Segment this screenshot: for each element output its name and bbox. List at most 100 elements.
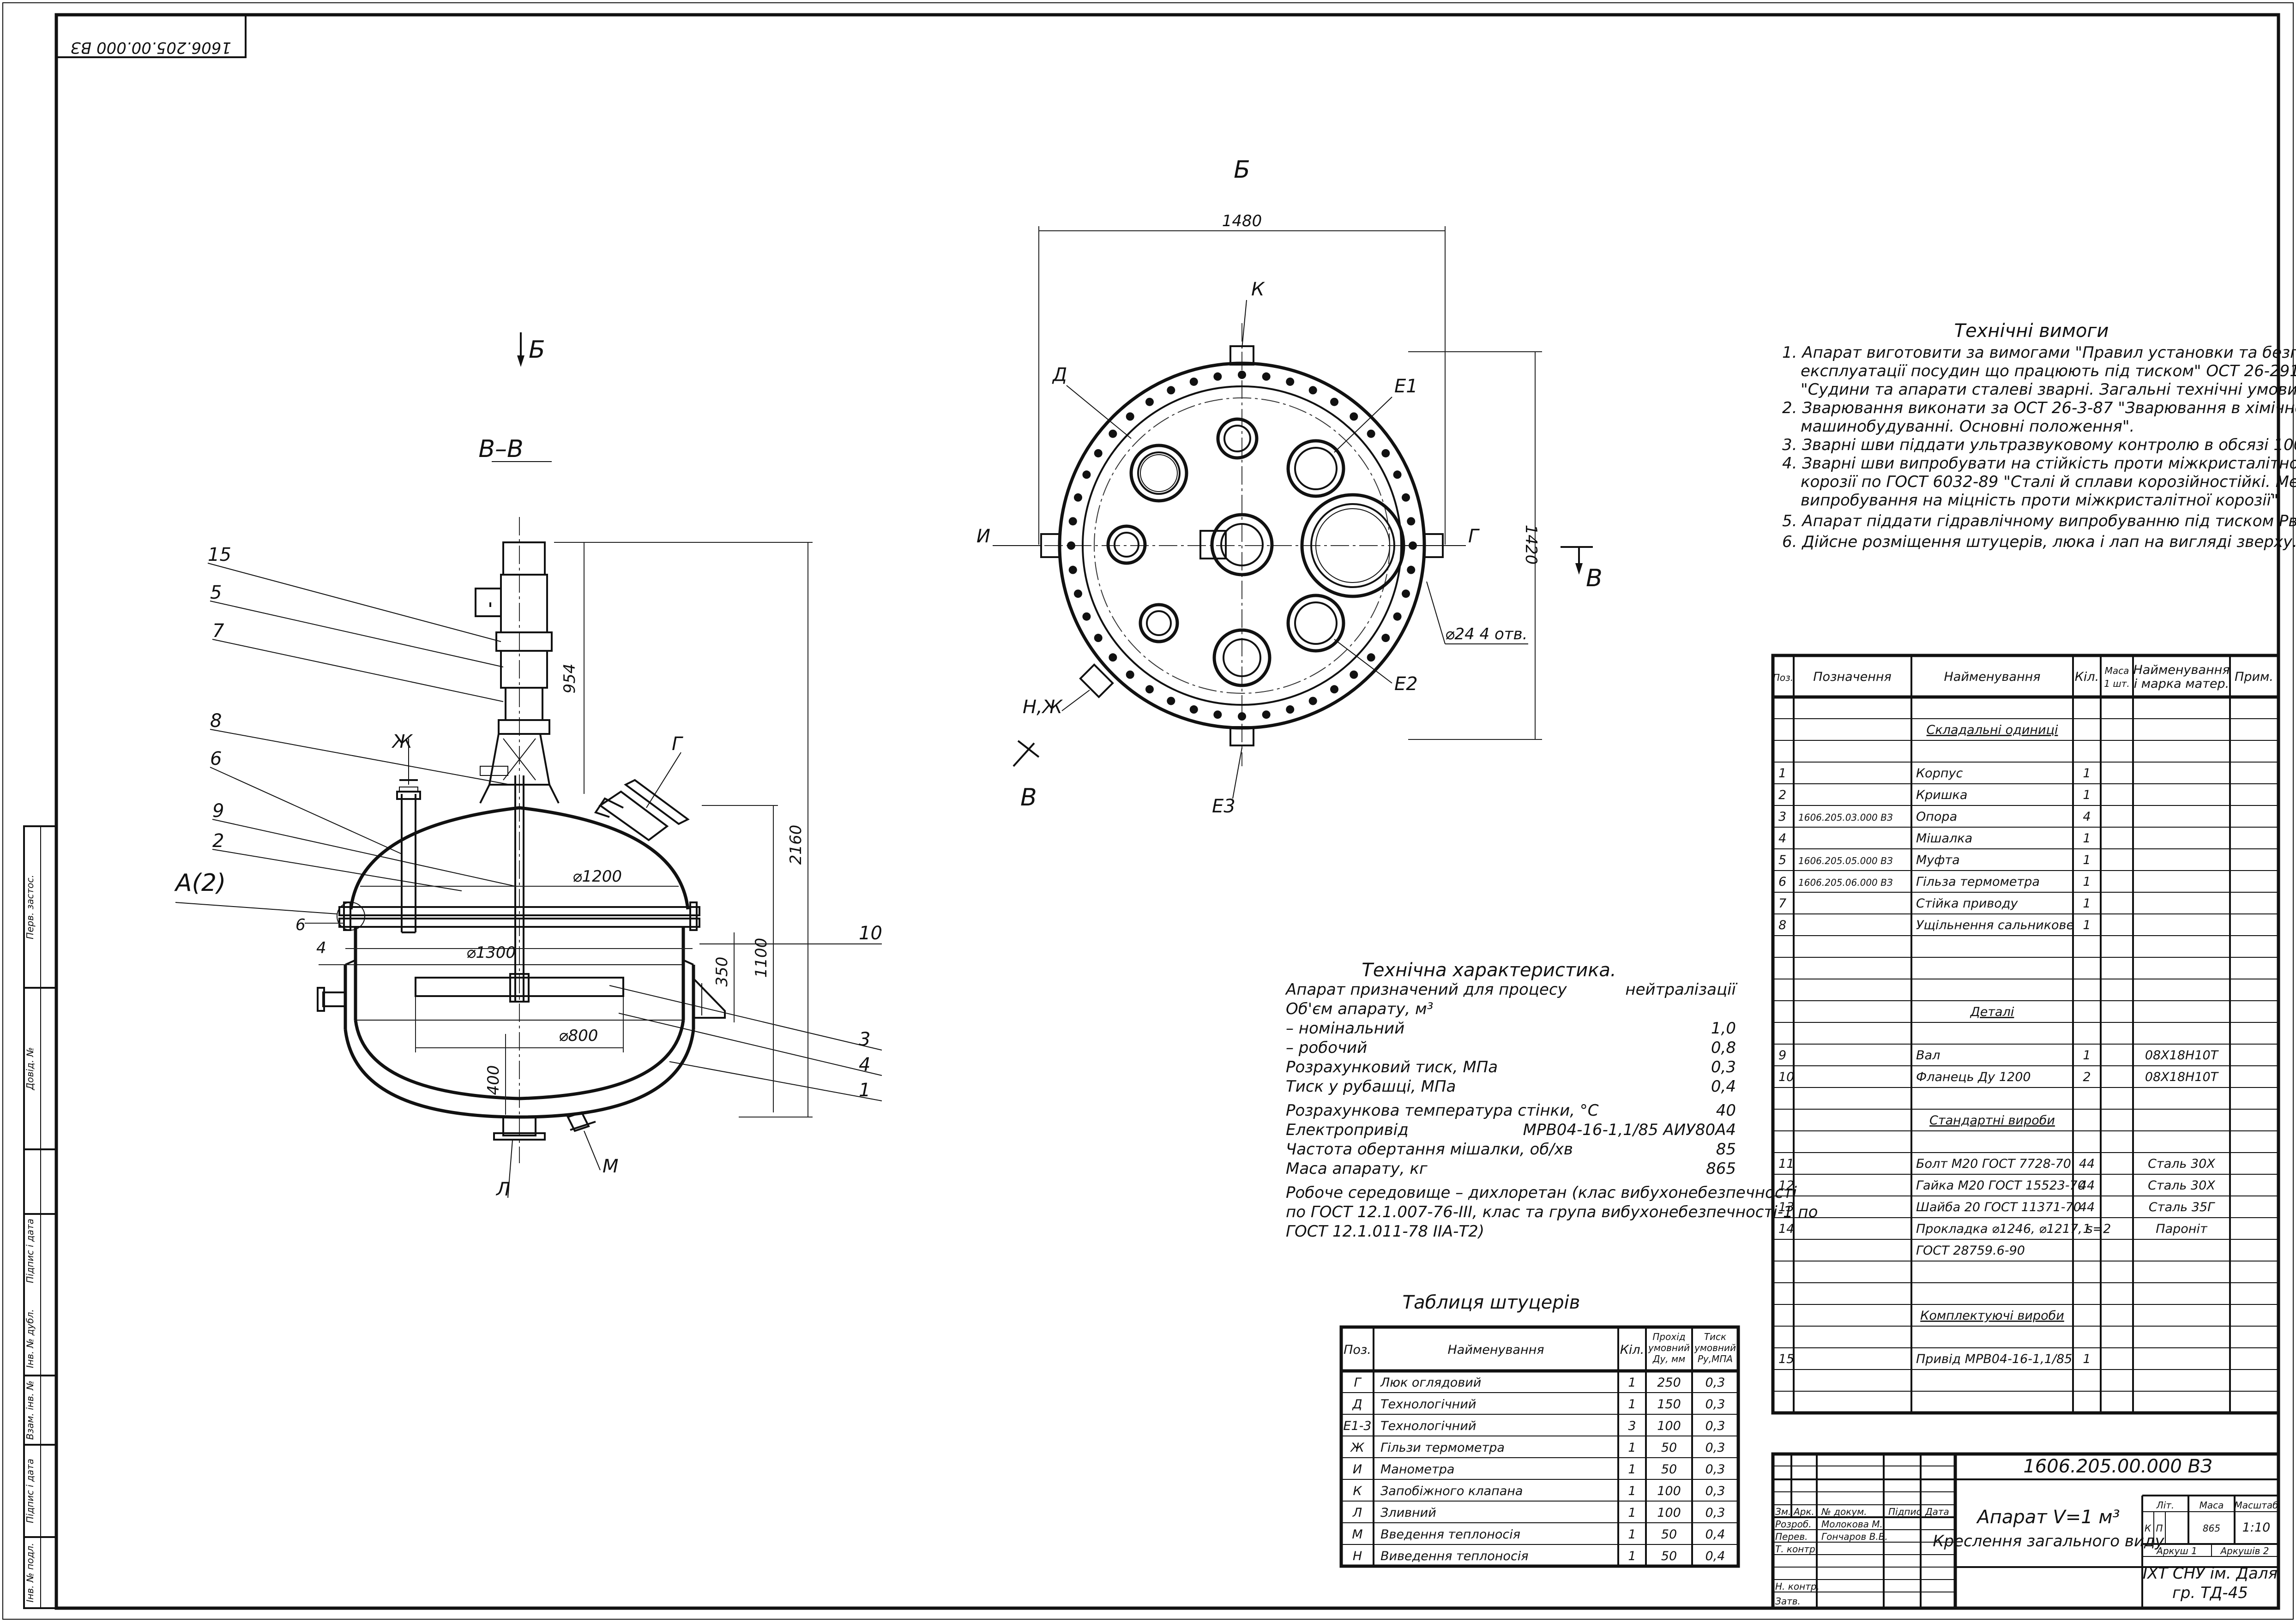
spec-cell: 2: [2083, 1070, 2091, 1084]
spec-cell: 1: [2083, 766, 2091, 781]
spec-head: Маса: [2105, 665, 2129, 676]
tech-req-line-9: 5. Апарат піддати гідравлічному випробув…: [1782, 512, 2296, 530]
nozzle-cell: 0,3: [1705, 1441, 1725, 1455]
bolt-hole: [1286, 705, 1295, 714]
callout-8: 8: [210, 710, 222, 732]
bolt-hole: [1308, 386, 1317, 395]
spec-cell: Сталь 30Х: [2148, 1157, 2215, 1171]
tech-req-line-8: випробування на міцність проти міжкриста…: [1801, 491, 2278, 510]
nozzle-cell: Виведення теплоносія: [1380, 1549, 1529, 1563]
nozzle-cell: Люк оглядовий: [1380, 1376, 1481, 1390]
spec-cell: Фланець Ду 1200: [1916, 1070, 2031, 1084]
bolt-hole: [1238, 371, 1246, 379]
spec-cell: 8: [1778, 918, 1786, 932]
bolt-hole: [1167, 386, 1175, 395]
callout-9: 9: [212, 800, 224, 822]
spec-cell: Шайба 20 ГОСТ 11371-70: [1916, 1200, 2081, 1214]
nozzle-head: Кіл.: [1620, 1343, 1645, 1357]
mass-value: 865: [2203, 1523, 2220, 1534]
section-title: В–В: [478, 435, 523, 463]
bolt-hole: [1126, 412, 1134, 421]
tech-char-value: 1,0: [1711, 1019, 1736, 1038]
nozzle-cell: Гільзи термометра: [1380, 1441, 1505, 1455]
bolt-hole: [1145, 397, 1154, 406]
spec-cell: Корпус: [1916, 766, 1963, 781]
spec-cell: Гайка М20 ГОСТ 15523-70: [1916, 1178, 2085, 1193]
spec-cell: 1606.205.06.000 ВЗ: [1798, 877, 1893, 888]
nozzle-cell: 1: [1628, 1441, 1636, 1455]
spec-cell: Пароніт: [2156, 1222, 2208, 1236]
bolt-hole: [1238, 712, 1246, 721]
tech-req-line-4: машинобудуванні. Основні положення".: [1801, 417, 2134, 436]
spec-cell: 15: [1778, 1352, 1794, 1366]
spec-head: Кіл.: [2075, 670, 2099, 684]
dim-h2160: 2160: [787, 825, 805, 865]
spec-cell: 1: [2083, 853, 2091, 867]
spec-cell: 4: [2083, 810, 2091, 824]
spec-section: Стандартні вироби: [1929, 1113, 2055, 1128]
callout-m: М: [603, 1156, 619, 1177]
tech-char-medium-2: ГОСТ 12.1.011-78 ІІА-Т2): [1286, 1222, 1484, 1241]
bolt-hole: [1094, 634, 1103, 643]
mass-head: Маса: [2200, 1500, 2224, 1511]
nozzle-cell: 1: [1628, 1549, 1636, 1563]
nozzle-cell: 0,3: [1705, 1484, 1725, 1498]
nozzle-cell: 1: [1628, 1527, 1636, 1542]
spec-cell: Мішалка: [1916, 831, 1972, 846]
col-head-2: № докум.: [1821, 1506, 1867, 1517]
bolt-hole: [1262, 710, 1271, 719]
col-head-3: Підпис: [1888, 1506, 1922, 1517]
nozzle-cell: И: [1353, 1462, 1362, 1477]
spec-cell: Сталь 30Х: [2148, 1178, 2215, 1193]
bolt-hole: [1402, 589, 1410, 598]
tech-char-medium-1: по ГОСТ 12.1.007-76-ІІІ, клас та група в…: [1286, 1203, 1818, 1221]
spec-head: Поз.: [1773, 672, 1793, 683]
callout-zh: Ж: [391, 731, 413, 752]
technical-characteristics: Технічна характеристика. Апарат призначе…: [1285, 960, 1818, 1241]
nozzle-table-title: Таблиця штуцерів: [1403, 1292, 1580, 1313]
bolt-hole: [1407, 517, 1416, 526]
callout-4: 4: [859, 1054, 870, 1075]
nozzle-head: Поз.: [1344, 1343, 1371, 1357]
strip-label-3: Інв. № дубл.: [24, 1309, 36, 1368]
spec-head: 1 шт.: [2104, 678, 2129, 689]
tech-char-medium-0: Робоче середовище – дихлоретан (клас виб…: [1286, 1183, 1797, 1202]
bolt-hole: [1189, 377, 1198, 386]
spec-cell: Ущільнення сальникове: [1916, 918, 2074, 932]
nozzle-head: Тиск: [1704, 1331, 1726, 1342]
nozzle-cell: 0,3: [1705, 1506, 1725, 1520]
top-label-e3: Е3: [1212, 796, 1235, 817]
spec-cell: 13: [1778, 1200, 1794, 1214]
spec-cell: 1: [2083, 1352, 2091, 1366]
callout-10: 10: [859, 923, 882, 944]
spec-cell: 1: [2083, 1048, 2091, 1063]
bolt-hole: [1094, 449, 1103, 457]
dim-s6: 6: [295, 916, 306, 934]
dim-h954: 954: [560, 664, 579, 694]
strip-label-5: Підпис і дата: [24, 1459, 36, 1523]
top-label-nzh: Н,Ж: [1023, 697, 1063, 718]
nozzle-cell: 0,4: [1705, 1549, 1725, 1563]
nozzle-cell: 100: [1657, 1419, 1681, 1433]
spec-cell: 2: [1778, 788, 1786, 802]
tech-char-label: Частота обертання мішалки, об/хв: [1286, 1140, 1573, 1159]
spec-cell: ГОСТ 28759.6-90: [1916, 1244, 2025, 1258]
col-head-0: Зм.: [1775, 1506, 1791, 1517]
nozzle-cell: Г: [1354, 1376, 1362, 1390]
strip-label-1: Довід. №: [24, 1047, 36, 1091]
tech-char-value: 40: [1716, 1101, 1736, 1120]
bolt-hole: [1082, 612, 1091, 621]
nozzle-cell: 1: [1628, 1376, 1636, 1390]
callout-5: 5: [210, 582, 222, 603]
tech-char-label: Розрахунковий тиск, МПа: [1286, 1058, 1498, 1076]
technical-requirements: Технічні вимоги 1. Апарат виготовити за …: [1782, 320, 2296, 551]
spec-cell: Муфта: [1916, 853, 1960, 867]
bolt-hole: [1407, 565, 1416, 574]
lit-head: Літ.: [2156, 1500, 2175, 1511]
spec-cell: 44: [2079, 1178, 2095, 1193]
tech-char-value: 0,4: [1711, 1077, 1736, 1096]
spec-cell: 10: [1778, 1070, 1794, 1084]
bolt-hole: [1330, 685, 1339, 694]
spec-head: Прим.: [2235, 670, 2273, 684]
